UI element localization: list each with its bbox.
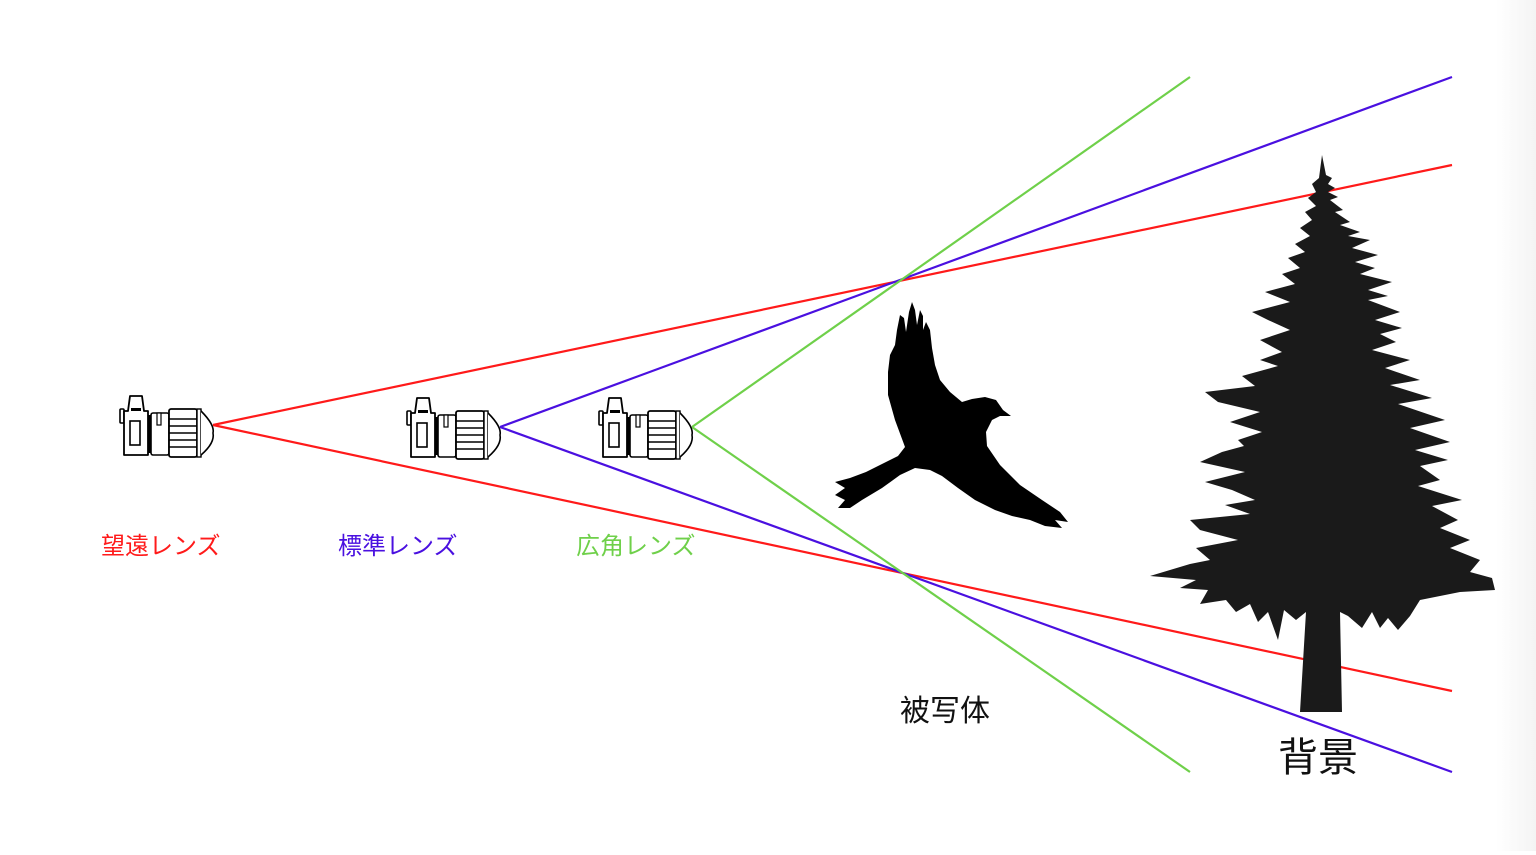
telephoto-camera-icon	[119, 395, 215, 458]
telephoto-view-lines	[212, 163, 1453, 693]
standard-view-lines	[499, 75, 1453, 774]
standard-lens-label: 標準レンズ	[338, 532, 458, 560]
telephoto-lens-label: 望遠レンズ	[101, 532, 221, 560]
wide-lens-label: 広角レンズ	[576, 532, 696, 560]
bird-silhouette-icon	[835, 302, 1068, 528]
tree-silhouette-icon	[1150, 155, 1495, 712]
wide-view-lines	[691, 76, 1191, 773]
subject-label: 被写体	[900, 694, 990, 729]
right-edge-shade	[1496, 0, 1536, 851]
standard-camera-icon	[406, 397, 502, 460]
wide-camera-icon	[598, 397, 694, 460]
background-label: 背景	[1278, 735, 1358, 781]
